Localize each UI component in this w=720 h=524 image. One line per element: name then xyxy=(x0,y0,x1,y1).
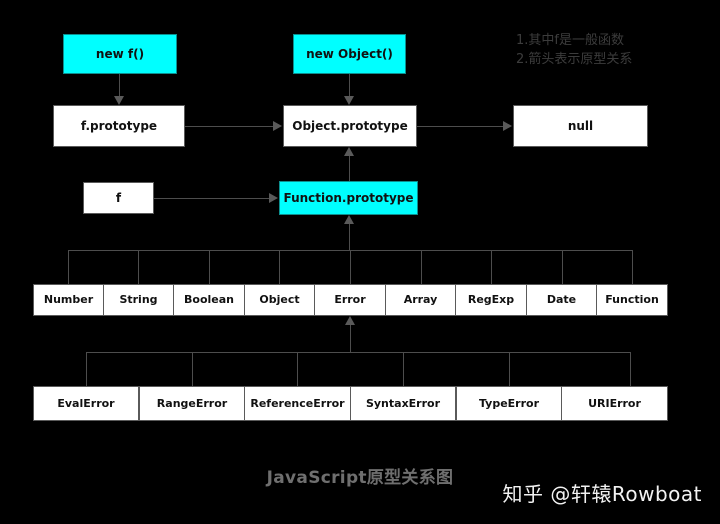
node-function-prototype-label: Function.prototype xyxy=(283,190,414,205)
edge-objectprototype-to-null xyxy=(417,126,504,127)
node-new-object[interactable]: new Object() xyxy=(293,34,406,74)
node-builtin-array-label: Array xyxy=(403,293,438,307)
node-builtin-object-label: Object xyxy=(259,293,300,307)
node-builtin-boolean[interactable]: Boolean xyxy=(173,284,245,316)
edge-newf-to-fprototype xyxy=(119,74,120,97)
node-builtin-error-label: Error xyxy=(334,293,366,307)
node-error-urierror-label: URIError xyxy=(588,396,641,410)
arrowhead-builtins-to-functionprototype xyxy=(344,215,354,224)
bus-drop-builtin-0 xyxy=(68,250,69,284)
node-error-syntaxerror-label: SyntaxError xyxy=(365,396,441,410)
node-builtin-function[interactable]: Function xyxy=(596,284,668,316)
bus-drop-builtin-7 xyxy=(562,250,563,284)
node-new-f[interactable]: new f() xyxy=(63,34,177,74)
bus-drop-builtin-5 xyxy=(421,250,422,284)
node-builtin-date[interactable]: Date xyxy=(526,284,597,316)
node-error-rangeerror-label: RangeError xyxy=(156,396,228,410)
node-new-f-label: new f() xyxy=(95,46,145,61)
edge-fprototype-to-objectprototype xyxy=(185,126,274,127)
arrowhead-fprototype-to-objectprototype xyxy=(273,121,282,131)
node-f-prototype-label: f.prototype xyxy=(80,118,158,133)
node-null[interactable]: null xyxy=(513,105,648,147)
bus-drop-builtin-6 xyxy=(491,250,492,284)
node-builtin-array[interactable]: Array xyxy=(385,284,456,316)
edge-builtins-to-functionprototype xyxy=(349,224,350,251)
node-builtin-date-label: Date xyxy=(546,293,577,307)
node-builtin-boolean-label: Boolean xyxy=(184,293,234,307)
arrowhead-newobject-to-objectprototype xyxy=(344,96,354,105)
node-error-typeerror[interactable]: TypeError xyxy=(456,386,562,421)
bus-drop-error-1 xyxy=(192,352,193,386)
node-error-referenceerror[interactable]: ReferenceError xyxy=(244,386,351,421)
node-object-prototype[interactable]: Object.prototype xyxy=(283,105,417,147)
arrowhead-f-to-functionprototype xyxy=(269,193,278,203)
bus-drop-builtin-2 xyxy=(209,250,210,284)
node-builtin-number[interactable]: Number xyxy=(33,284,104,316)
edge-errors-to-error xyxy=(350,325,351,352)
bus-errors xyxy=(86,352,631,353)
node-builtin-object[interactable]: Object xyxy=(244,284,315,316)
node-f[interactable]: f xyxy=(83,182,154,214)
node-error-evalerror[interactable]: EvalError xyxy=(33,386,139,421)
legend-notes: 1.其中f是一般函数 2.箭头表示原型关系 xyxy=(516,32,716,70)
node-function-prototype[interactable]: Function.prototype xyxy=(279,181,418,215)
bus-drop-builtin-1 xyxy=(138,250,139,284)
legend-note-1: 1.其中f是一般函数 xyxy=(516,33,624,48)
node-error-evalerror-label: EvalError xyxy=(57,396,115,410)
legend-note-2: 2.箭头表示原型关系 xyxy=(516,51,633,67)
node-object-prototype-label: Object.prototype xyxy=(292,118,408,133)
bus-drop-error-4 xyxy=(509,352,510,386)
bus-drop-error-3 xyxy=(403,352,404,386)
node-error-typeerror-label: TypeError xyxy=(478,396,540,410)
node-f-label: f xyxy=(115,190,122,205)
edge-newobject-to-objectprototype xyxy=(349,74,350,97)
watermark: 知乎 @轩辕Rowboat xyxy=(502,482,702,506)
edge-functionprototype-to-objectprototype xyxy=(349,156,350,181)
node-error-syntaxerror[interactable]: SyntaxError xyxy=(350,386,456,421)
diagram-caption: JavaScript原型关系图 xyxy=(266,468,454,488)
node-f-prototype[interactable]: f.prototype xyxy=(53,105,185,147)
bus-drop-error-5 xyxy=(630,352,631,386)
bus-drop-error-2 xyxy=(297,352,298,386)
arrowhead-errors-to-error xyxy=(345,316,355,325)
bus-drop-builtin-4 xyxy=(350,250,351,284)
node-builtin-number-label: Number xyxy=(43,293,94,307)
bus-drop-builtin-8 xyxy=(632,250,633,284)
node-error-referenceerror-label: ReferenceError xyxy=(250,396,345,410)
node-new-object-label: new Object() xyxy=(306,46,393,61)
bus-drop-error-0 xyxy=(86,352,87,386)
node-builtin-function-label: Function xyxy=(605,293,659,307)
node-builtin-regexp[interactable]: RegExp xyxy=(455,284,527,316)
node-null-label: null xyxy=(567,118,594,133)
arrowhead-functionprototype-to-objectprototype xyxy=(344,147,354,156)
bus-drop-builtin-3 xyxy=(279,250,280,284)
edge-f-to-functionprototype xyxy=(154,198,270,199)
node-builtin-string-label: String xyxy=(119,293,158,307)
node-builtin-string[interactable]: String xyxy=(103,284,174,316)
node-builtin-error[interactable]: Error xyxy=(314,284,386,316)
arrowhead-objectprototype-to-null xyxy=(503,121,512,131)
node-error-rangeerror[interactable]: RangeError xyxy=(139,386,245,421)
node-error-urierror[interactable]: URIError xyxy=(561,386,668,421)
arrowhead-newf-to-fprototype xyxy=(114,96,124,105)
node-builtin-regexp-label: RegExp xyxy=(467,293,515,307)
